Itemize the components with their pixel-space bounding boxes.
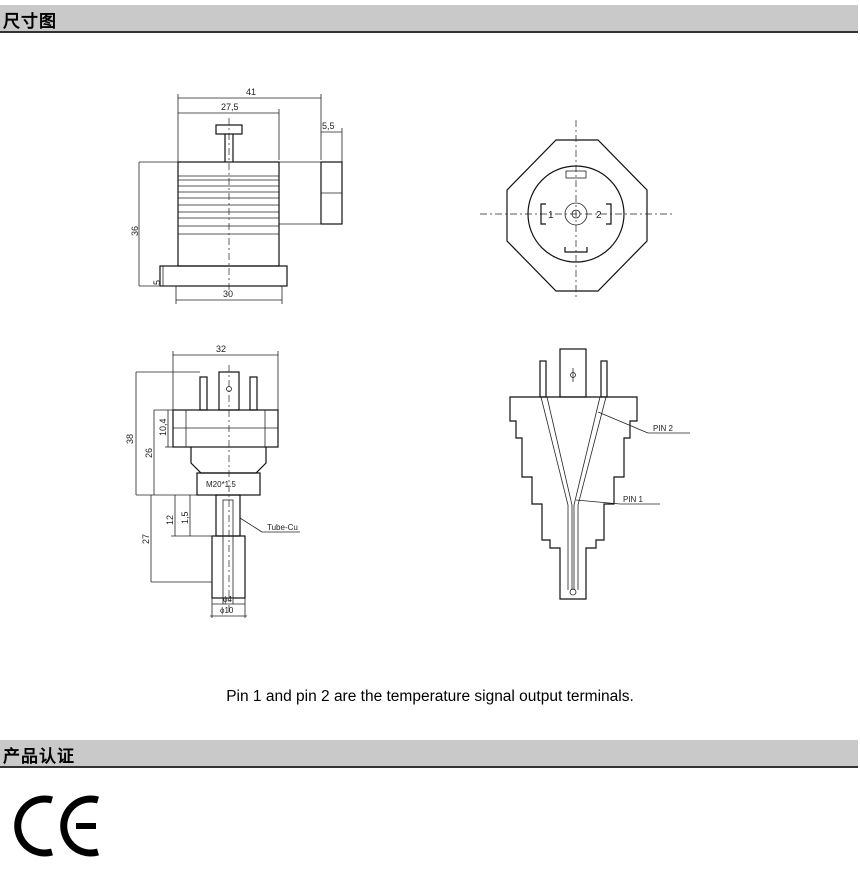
dim-10-4-label: 10,4 xyxy=(158,418,168,436)
end-view-drawing: 1 2 xyxy=(480,120,672,300)
front-view-drawing: 32 M20*1.5 38 26 10,4 12 xyxy=(125,344,300,618)
dim-36-label: 36 xyxy=(130,226,140,236)
dim-30-label: 30 xyxy=(223,289,233,299)
dia-10-label: ϕ10 xyxy=(220,606,234,615)
thread-label: M20*1.5 xyxy=(206,480,236,489)
dia-4-label: ϕ4 xyxy=(223,595,232,604)
ce-mark-logo xyxy=(14,795,99,857)
end-view-pin2-label: 2 xyxy=(596,210,602,221)
dim-27-label: 27 xyxy=(141,534,151,544)
section-pin2-label: PIN 2 xyxy=(653,424,674,433)
dim-5-label: 5 xyxy=(152,280,162,285)
section-view-drawing: PIN 2 PIN 1 xyxy=(509,348,690,600)
certification-section-header: 产品认证 xyxy=(0,740,858,768)
dim-27-5-label: 27,5 xyxy=(221,102,239,112)
certification-section-title: 产品认证 xyxy=(3,747,75,767)
dim-26-label: 26 xyxy=(144,448,154,458)
section-pin1-label: PIN 1 xyxy=(623,495,644,504)
dim-32-label: 32 xyxy=(216,344,226,354)
dimensions-section-header: 尺寸图 xyxy=(0,5,858,33)
dim-12-label: 12 xyxy=(165,515,175,525)
tube-cu-label: Tube-Cu xyxy=(267,523,298,532)
dim-5-5-label: 5,5 xyxy=(322,121,335,131)
end-view-pin1-label: 1 xyxy=(548,210,554,221)
pin-description-note: Pin 1 and pin 2 are the temperature sign… xyxy=(226,688,634,705)
dimensions-section-title: 尺寸图 xyxy=(3,12,57,32)
dim-41-label: 41 xyxy=(246,87,256,97)
dim-38-label: 38 xyxy=(125,434,135,444)
dim-1-5-label: 1,5 xyxy=(180,511,190,524)
side-view-drawing: 41 27,5 5,5 36 5 30 xyxy=(130,87,343,304)
